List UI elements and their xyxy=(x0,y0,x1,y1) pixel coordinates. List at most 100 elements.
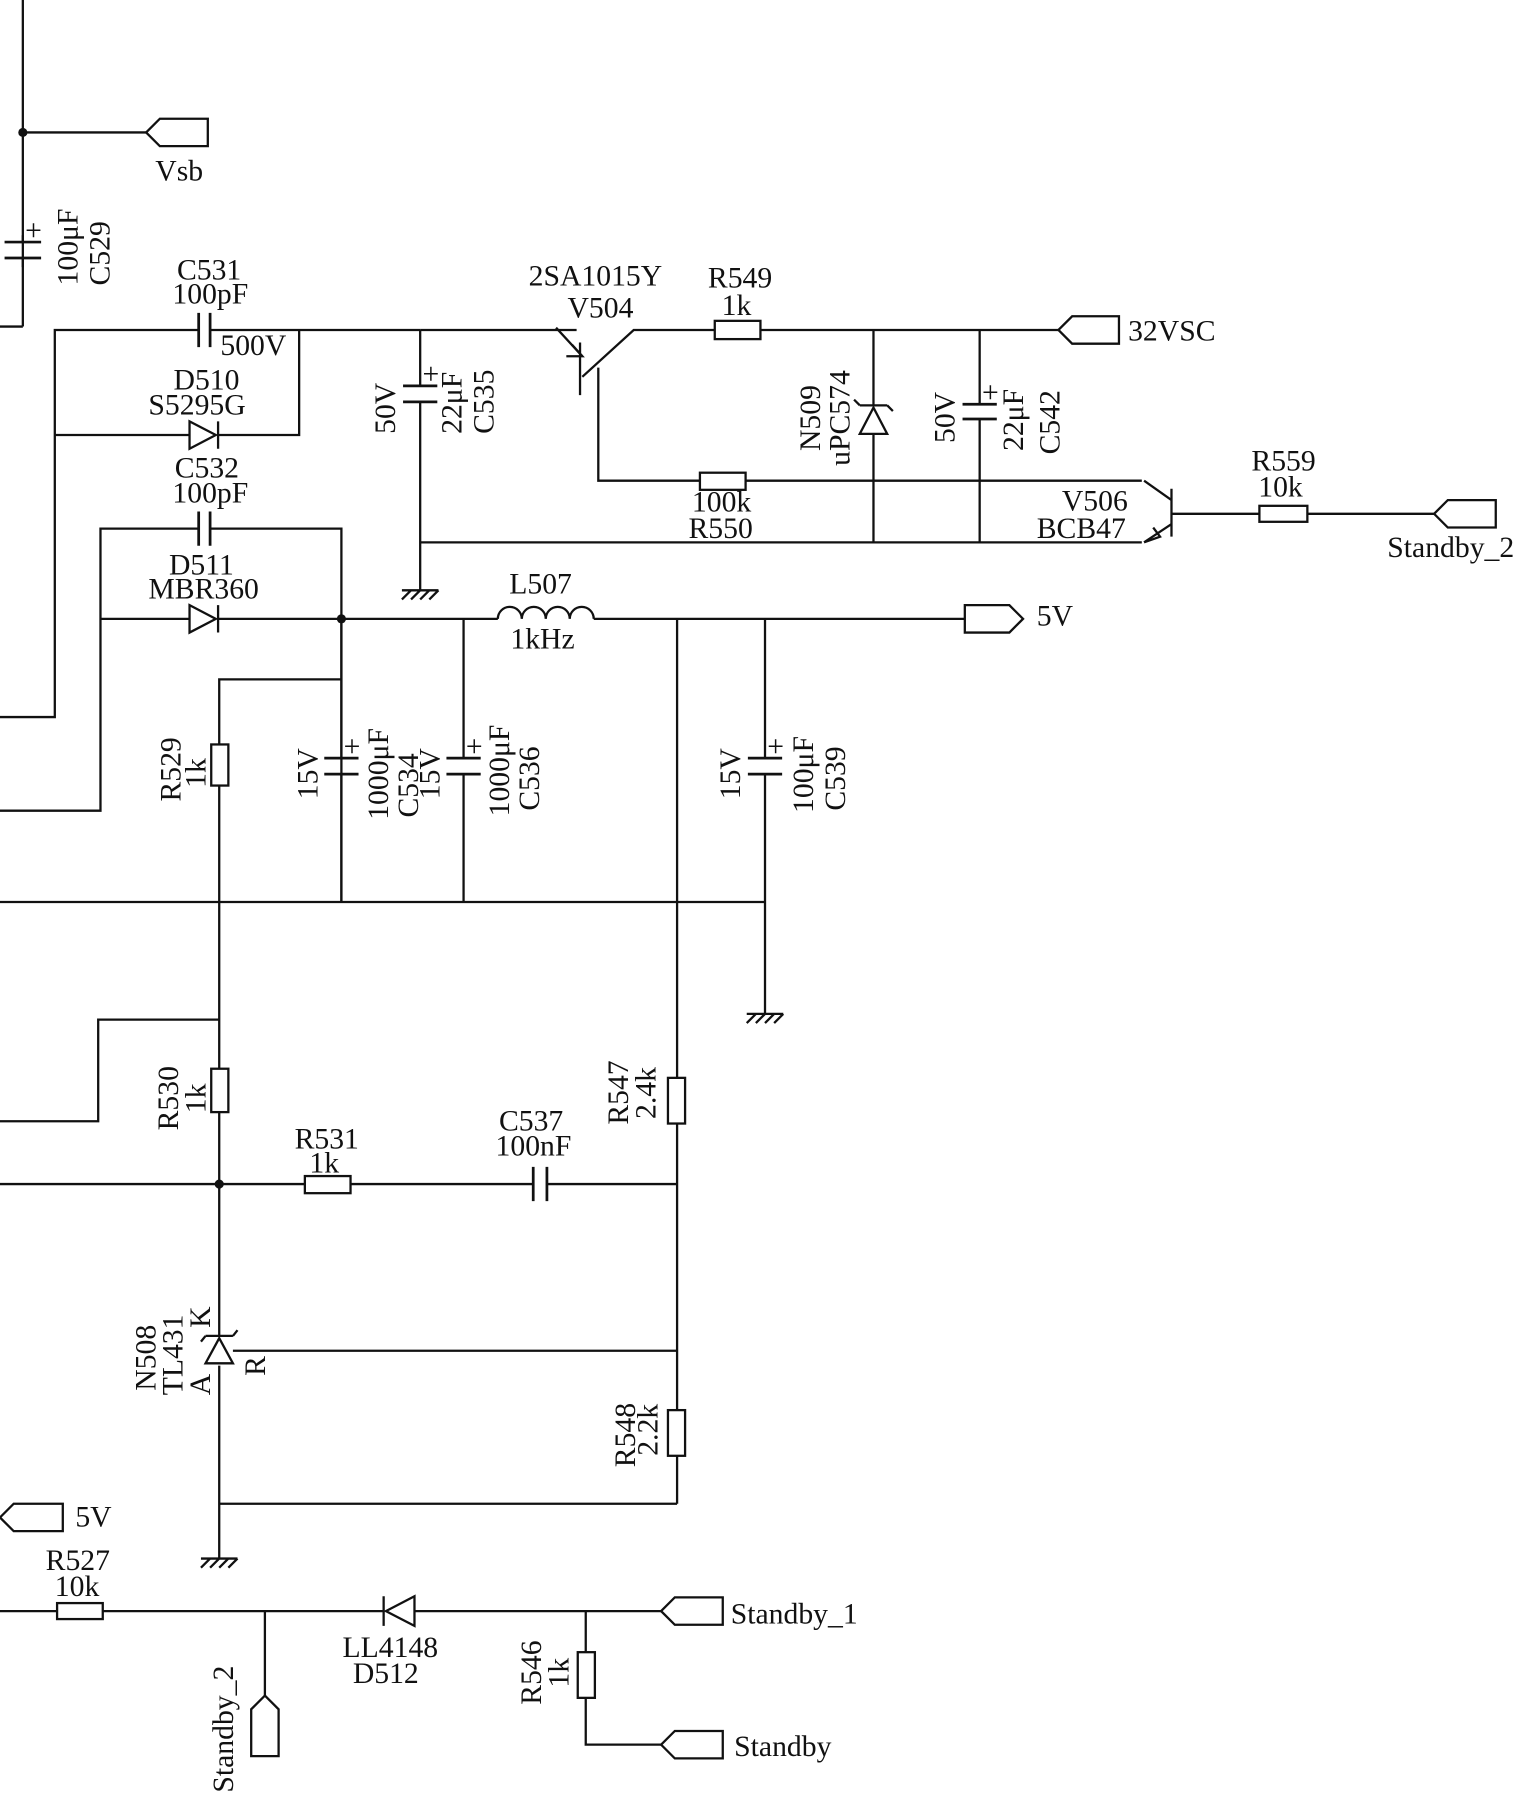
r530-ref: R530 xyxy=(153,1066,185,1130)
c542-value: 22μF xyxy=(998,389,1030,451)
capacitor-c536: + 15V 1000μF C536 xyxy=(415,725,546,817)
c536-value: 1000μF xyxy=(484,725,516,817)
c532-value: 100pF xyxy=(172,477,248,509)
c532-ref: C532 xyxy=(175,452,239,484)
port-standby1-label: Standby_1 xyxy=(731,1599,858,1631)
r550-ref: R550 xyxy=(689,513,753,545)
resistor-r546: R546 1k xyxy=(516,1640,597,1705)
r550-value: 100k xyxy=(692,487,752,519)
ground-symbol xyxy=(401,589,440,601)
c529-ref: C529 xyxy=(85,221,117,285)
c539-rating: 15V xyxy=(715,748,747,800)
r527-value: 10k xyxy=(55,1571,100,1603)
resistor-r550: 100k R550 xyxy=(689,471,753,545)
resistor-r530: R530 1k xyxy=(153,1066,230,1130)
plus-sign: + xyxy=(25,215,42,247)
r548-ref: R548 xyxy=(610,1403,642,1467)
port-32vsc: 32VSC xyxy=(1056,315,1216,347)
c531-rating: 500V xyxy=(220,330,287,362)
plus-sign: + xyxy=(344,731,361,763)
r548-value: 2.2k xyxy=(633,1404,665,1456)
r547-value: 2.4k xyxy=(630,1067,662,1119)
c534-ref: C534 xyxy=(393,753,425,817)
n509-part: uPC574 xyxy=(824,370,856,466)
transistor-v506: V506 BCB47 xyxy=(1037,485,1162,545)
capacitor-c542: + 50V 22μF C542 xyxy=(930,377,1067,455)
r527-ref: R527 xyxy=(46,1545,110,1577)
r531-value: 1k xyxy=(309,1148,339,1180)
r530-value: 1k xyxy=(181,1083,213,1113)
port-vsb: Vsb xyxy=(144,117,209,187)
plus-sign: + xyxy=(982,377,999,409)
n508-part: TL431 xyxy=(158,1315,190,1396)
c531-ref: C531 xyxy=(177,255,241,287)
d510-part: S5295G xyxy=(148,389,245,421)
c534-rating: 15V xyxy=(292,748,324,800)
r546-ref: R546 xyxy=(516,1640,548,1704)
v506-ref: V506 xyxy=(1062,485,1128,517)
r559-value: 10k xyxy=(1258,472,1303,504)
port-standby2-bottom-label: Standby_2 xyxy=(208,1666,240,1793)
c531-value: 100pF xyxy=(172,279,248,311)
resistor-r531: R531 1k xyxy=(295,1124,359,1195)
r549-ref: R549 xyxy=(708,263,772,295)
capacitor-c534: + 15V 1000μF C534 xyxy=(292,728,424,820)
ground-symbol xyxy=(745,1012,785,1024)
capacitor-c529: + 100μF C529 xyxy=(4,209,117,286)
c539-ref: C539 xyxy=(820,746,852,810)
port-32vsc-label: 32VSC xyxy=(1128,315,1215,347)
junction-dots xyxy=(18,127,346,1189)
port-standby2-right-label: Standby_2 xyxy=(1387,532,1514,564)
c537-ref: C537 xyxy=(499,1105,563,1137)
r547-ref: R547 xyxy=(603,1060,635,1124)
c534-value: 1000μF xyxy=(363,728,395,820)
c535-value: 22μF xyxy=(436,372,468,434)
n508-pin-k: K xyxy=(185,1306,217,1328)
d511-part: MBR360 xyxy=(148,573,258,605)
transistor-v504: 2SA1015Y V504 xyxy=(529,260,662,358)
n508-ref: N508 xyxy=(130,1325,162,1391)
c536-ref: C536 xyxy=(514,746,546,810)
wiring xyxy=(0,0,1435,1746)
regulator-n508: N508 TL431 K A R xyxy=(130,1306,272,1395)
r531-ref: R531 xyxy=(295,1124,359,1156)
port-standby1: Standby_1 xyxy=(659,1596,858,1631)
port-vsb-label: Vsb xyxy=(155,155,203,187)
resistor-r549: R549 1k xyxy=(708,263,772,341)
c536-rating: 15V xyxy=(415,748,447,800)
l507-ref: L507 xyxy=(509,569,572,601)
port-5v-lower: 5V xyxy=(0,1502,112,1534)
resistor-r527: R527 10k xyxy=(46,1545,110,1621)
r559-ref: R559 xyxy=(1251,445,1315,477)
d512-ref: D512 xyxy=(353,1658,419,1690)
d510-ref: D510 xyxy=(174,364,240,396)
ground-symbol xyxy=(200,1557,239,1569)
plus-sign: + xyxy=(466,731,483,763)
c539-value: 100μF xyxy=(788,736,820,813)
c542-rating: 50V xyxy=(930,391,962,443)
port-standby: Standby xyxy=(659,1729,832,1763)
n508-pin-r: R xyxy=(240,1356,272,1376)
n509-ref: N509 xyxy=(795,385,827,451)
port-standby-label: Standby xyxy=(734,1731,831,1763)
resistor-r547: R547 2.4k xyxy=(603,1060,687,1125)
d511-ref: D511 xyxy=(169,549,234,581)
inductor-l507: L507 1kHz xyxy=(496,569,595,656)
zener-n509: N509 uPC574 xyxy=(795,370,894,466)
c542-ref: C542 xyxy=(1035,390,1067,454)
resistor-r529: R529 1k xyxy=(155,737,230,802)
capacitor-c531: C531 100pF 500V xyxy=(172,255,286,362)
resistor-r559: R559 10k xyxy=(1251,445,1316,523)
port-standby2-bottom: Standby_2 xyxy=(208,1666,280,1793)
c529-value: 100μF xyxy=(53,209,85,286)
c535-ref: C535 xyxy=(468,370,500,434)
n508-pin-a: A xyxy=(185,1373,217,1395)
resistor-r548: R548 2.2k xyxy=(610,1403,687,1467)
v504-ref: V504 xyxy=(567,292,633,324)
port-standby2-right: Standby_2 xyxy=(1387,498,1514,564)
capacitor-c535: + 50V 22μF C535 xyxy=(370,359,500,434)
l507-value: 1kHz xyxy=(510,624,574,656)
capacitor-c537: C537 100nF xyxy=(496,1105,571,1202)
d512-part: LL4148 xyxy=(343,1632,439,1664)
